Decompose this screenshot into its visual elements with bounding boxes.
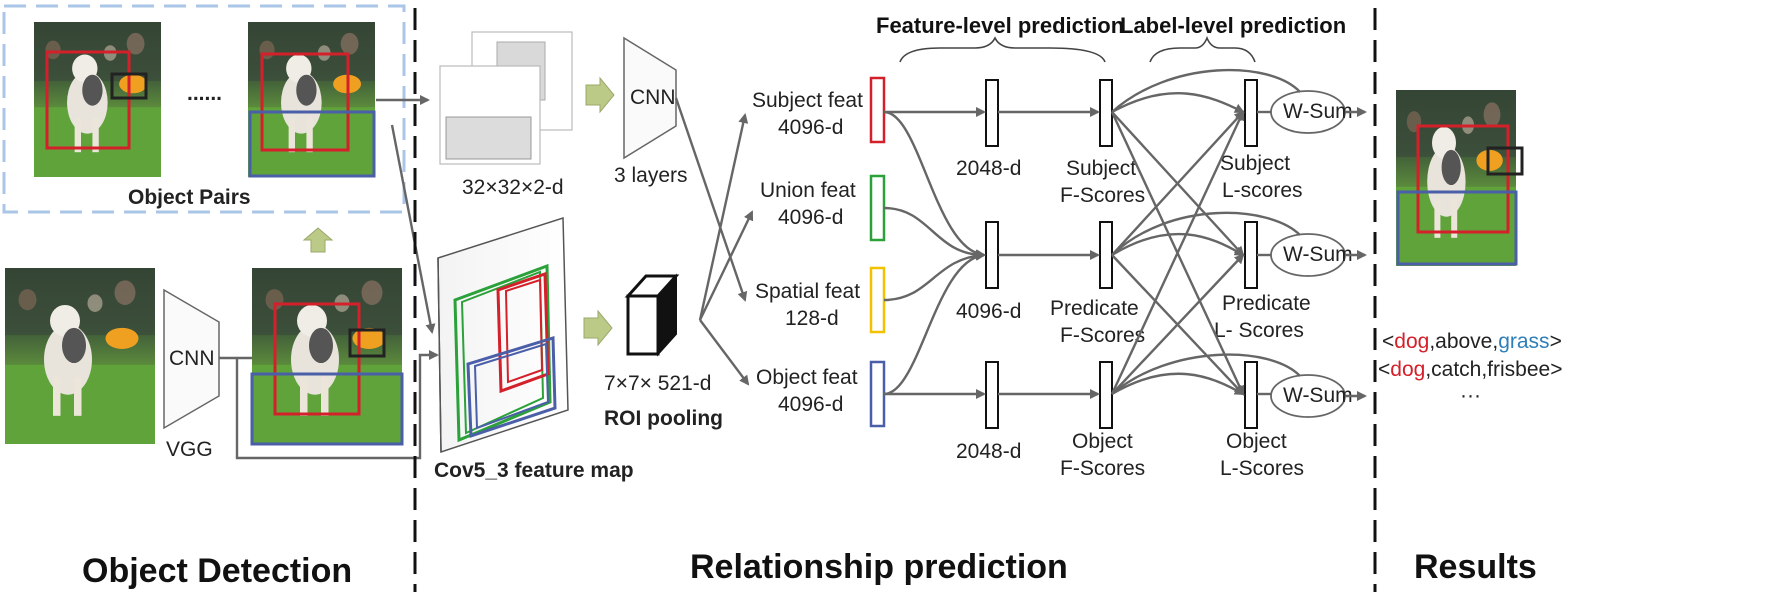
object-lscore-label: Object L-Scores	[1220, 430, 1304, 480]
ellipsis-text: ......	[187, 82, 222, 105]
object-detection-title: Object Detection	[82, 552, 352, 590]
svg-text:W-Sum: W-Sum	[1283, 243, 1353, 266]
predicate-lscore-label: Predicate L- Scores	[1214, 292, 1311, 342]
predicate-fscore-label: Predicate F-Scores	[1050, 297, 1145, 347]
mask-dims-label: 32×32×2-d	[462, 176, 564, 199]
subject-fc-vector	[985, 79, 999, 147]
svg-text:4096-d: 4096-d	[778, 206, 843, 229]
predicate-wsum: W-Sum	[1270, 233, 1353, 277]
predicate-fscore-vector	[1099, 221, 1113, 289]
object-fscore-label: Object F-Scores	[1060, 430, 1145, 480]
feature-map-object	[466, 335, 557, 439]
svg-text:Union feat: Union feat	[760, 179, 856, 202]
svg-text:L- Scores: L- Scores	[1214, 319, 1304, 342]
result-more: ···	[1460, 384, 1481, 407]
detect-object-box	[250, 372, 404, 446]
svg-text:128-d: 128-d	[785, 307, 839, 330]
spatial-layers-label: 3 layers	[614, 164, 688, 187]
detect-frisbee-box	[348, 328, 386, 358]
roi-pooling-label: ROI pooling	[604, 407, 723, 430]
svg-text:Spatial feat: Spatial feat	[755, 280, 860, 303]
object-pairs-region	[2, 4, 406, 214]
object-fc-vector	[985, 361, 999, 429]
subject-fscore-vector	[1099, 79, 1113, 147]
subject-feat-vector	[869, 76, 886, 144]
results-title: Results	[1414, 548, 1537, 586]
predicate-lscore-vector	[1244, 221, 1258, 289]
feature-map-label: Cov5_3 feature map	[434, 459, 634, 482]
svg-text:Subject: Subject	[1066, 157, 1136, 180]
svg-text:Subject: Subject	[1220, 152, 1290, 175]
object-lscore-vector	[1244, 361, 1258, 429]
pair2-object-box	[248, 110, 376, 178]
svg-text:L-scores: L-scores	[1222, 179, 1303, 202]
svg-text:Object feat: Object feat	[756, 366, 858, 389]
roi-cuboid	[624, 273, 680, 357]
svg-text:F-Scores: F-Scores	[1060, 457, 1145, 480]
result-frisbee-box	[1486, 146, 1524, 176]
result-object-box	[1396, 190, 1518, 266]
svg-text:Predicate: Predicate	[1050, 297, 1139, 320]
svg-text:4096-d: 4096-d	[778, 116, 843, 139]
feature-map-union	[453, 263, 552, 443]
subject-fc-dims: 2048-d	[956, 157, 1021, 180]
relationship-prediction-title: Relationship prediction	[690, 548, 1068, 586]
union-feat-label: Union feat 4096-d	[760, 179, 856, 229]
object-feat-label: Object feat 4096-d	[756, 366, 858, 416]
object-fc-dims: 2048-d	[956, 440, 1021, 463]
label-level-header: Label-level prediction	[1120, 13, 1346, 38]
subject-fscore-label: Subject F-Scores	[1060, 157, 1145, 207]
result-triplet-2: <dog,catch,frisbee>	[1378, 358, 1562, 381]
detect-subject-box	[273, 302, 361, 416]
svg-text:F-Scores: F-Scores	[1060, 324, 1145, 347]
pair-image-2	[248, 22, 375, 177]
feature-level-brace	[899, 36, 1106, 63]
up-arrow-icon	[302, 227, 334, 253]
predicate-fc-vector	[985, 221, 999, 289]
result-triplet-1: <dog,above,grass>	[1382, 330, 1562, 353]
object-pairs-label: Object Pairs	[128, 186, 251, 209]
svg-text:Subject feat: Subject feat	[752, 89, 863, 112]
spatial-cnn-block	[623, 36, 677, 160]
label-level-brace	[1149, 35, 1256, 63]
spatial-feat-label: Spatial feat 128-d	[755, 280, 860, 330]
svg-text:W-Sum: W-Sum	[1283, 384, 1353, 407]
roi-dims-label: 7×7× 521-d	[604, 372, 711, 395]
svg-text:Object: Object	[1072, 430, 1133, 453]
svg-text:F-Scores: F-Scores	[1060, 184, 1145, 207]
vgg-label: VGG	[166, 438, 213, 461]
spatial-cnn-label: CNN	[630, 86, 676, 109]
object-feat-vector	[869, 360, 886, 428]
right-arrow-icon-roi	[583, 309, 613, 347]
svg-text:4096-d: 4096-d	[778, 393, 843, 416]
union-feat-vector	[869, 174, 886, 242]
result-subject-box	[1416, 124, 1510, 234]
svg-text:Predicate: Predicate	[1222, 292, 1311, 315]
object-wsum: W-Sum	[1270, 374, 1353, 418]
pair1-object-box	[110, 72, 148, 100]
subject-lscore-vector	[1244, 79, 1258, 147]
svg-text:W-Sum: W-Sum	[1283, 100, 1353, 123]
pair2-subject-box	[260, 52, 350, 152]
object-fscore-vector	[1099, 361, 1113, 429]
spatial-feat-vector	[869, 266, 886, 334]
vgg-cnn-label: CNN	[169, 347, 215, 370]
right-arrow-icon	[585, 76, 615, 114]
predicate-fc-dims: 4096-d	[956, 300, 1021, 323]
svg-text:Object: Object	[1226, 430, 1287, 453]
vgg-cnn-block	[163, 288, 220, 430]
subject-lscore-label: Subject L-scores	[1220, 152, 1303, 202]
input-image	[5, 268, 155, 444]
feature-level-header: Feature-level prediction	[876, 13, 1124, 38]
pair1-subject-box	[45, 50, 131, 150]
result-image	[1396, 90, 1516, 266]
subject-wsum: W-Sum	[1270, 90, 1353, 134]
subject-feat-label: Subject feat 4096-d	[752, 89, 863, 139]
svg-text:L-Scores: L-Scores	[1220, 457, 1304, 480]
